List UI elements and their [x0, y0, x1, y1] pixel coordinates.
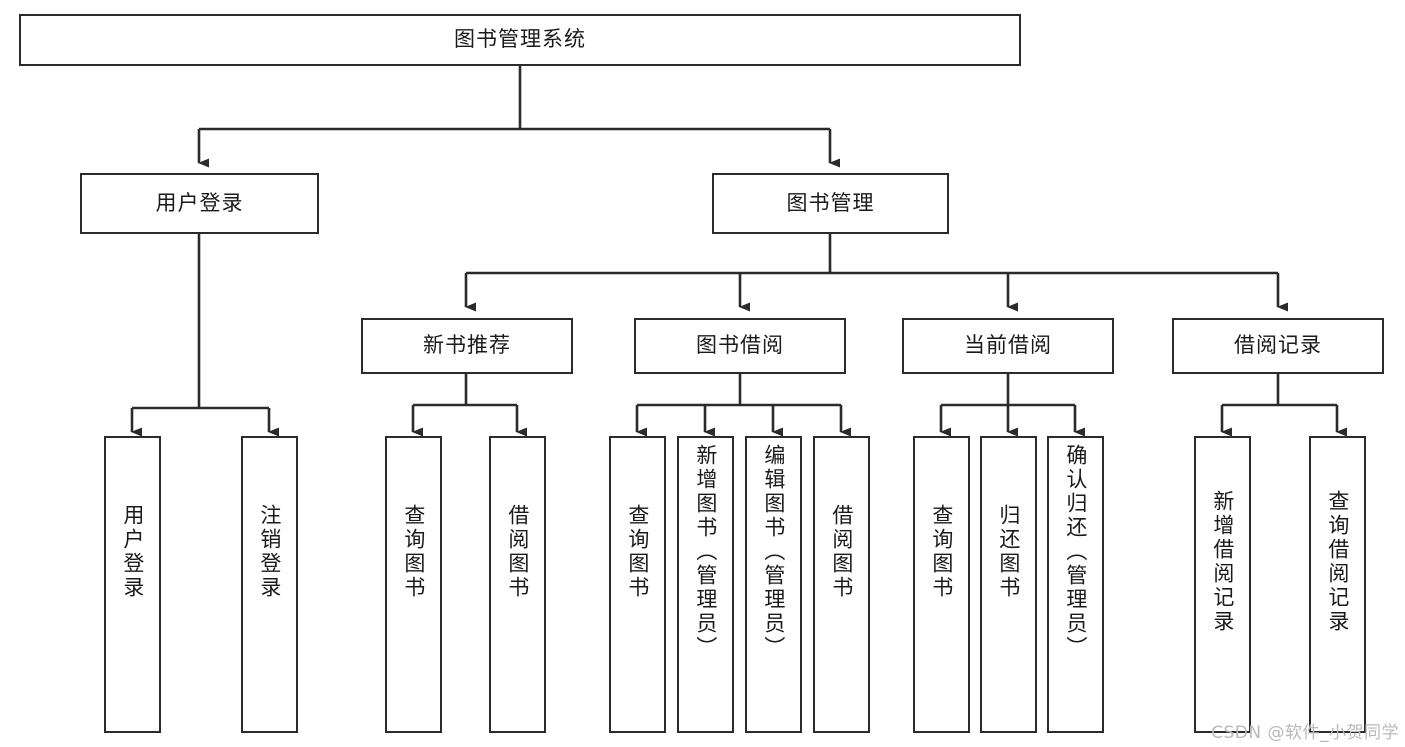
leaf-borrow-record-query-record[interactable]: 查询借阅记录	[1309, 436, 1366, 733]
node-user-login[interactable]: 用户登录	[80, 173, 319, 234]
node-label: 编辑图书（管理员）	[761, 444, 786, 660]
node-label: 用户登录	[120, 504, 145, 600]
node-borrow-record[interactable]: 借阅记录	[1172, 318, 1384, 374]
leaf-book-borrow-edit-book-admin[interactable]: 编辑图书（管理员）	[745, 436, 802, 733]
node-root-book-management-system[interactable]: 图书管理系统	[19, 14, 1021, 66]
node-label: 新增图书（管理员）	[693, 444, 718, 660]
leaf-book-borrow-borrow-book[interactable]: 借阅图书	[813, 436, 870, 733]
leaf-user-login-login[interactable]: 用户登录	[104, 436, 161, 733]
node-label: 查询图书	[401, 504, 426, 600]
leaf-current-borrow-confirm-return-admin[interactable]: 确认归还（管理员）	[1047, 436, 1104, 733]
node-label: 注销登录	[257, 504, 282, 600]
leaf-book-borrow-query-book[interactable]: 查询图书	[609, 436, 666, 733]
node-label: 查询图书	[625, 504, 650, 600]
watermark: CSDN @软件_小贺同学	[1211, 723, 1399, 743]
node-label: 查询图书	[929, 504, 954, 600]
node-book-borrow[interactable]: 图书借阅	[634, 318, 846, 374]
node-label: 借阅记录	[1234, 333, 1322, 358]
leaf-new-book-query-book[interactable]: 查询图书	[385, 436, 442, 733]
node-new-book-recommend[interactable]: 新书推荐	[361, 318, 573, 374]
node-label: 确认归还（管理员）	[1063, 444, 1088, 660]
node-label: 借阅图书	[829, 504, 854, 600]
node-label: 用户登录	[155, 190, 244, 215]
node-label: 图书借阅	[696, 333, 784, 358]
leaf-current-borrow-return-book[interactable]: 归还图书	[980, 436, 1037, 733]
leaf-new-book-borrow-book[interactable]: 借阅图书	[489, 436, 546, 733]
leaf-user-login-logout[interactable]: 注销登录	[241, 436, 298, 733]
node-label: 新书推荐	[423, 333, 511, 358]
node-label: 新增借阅记录	[1210, 490, 1235, 634]
node-label: 归还图书	[996, 504, 1021, 600]
leaf-borrow-record-add-record[interactable]: 新增借阅记录	[1194, 436, 1251, 733]
node-label: 图书管理	[786, 190, 875, 215]
node-book-management[interactable]: 图书管理	[712, 173, 949, 234]
leaf-book-borrow-add-book-admin[interactable]: 新增图书（管理员）	[677, 436, 734, 733]
leaf-current-borrow-query-book[interactable]: 查询图书	[913, 436, 970, 733]
node-current-borrow[interactable]: 当前借阅	[902, 318, 1114, 374]
node-label: 查询借阅记录	[1325, 490, 1350, 634]
node-label: 借阅图书	[505, 504, 530, 600]
node-label: 当前借阅	[964, 333, 1052, 358]
node-label: 图书管理系统	[454, 27, 586, 52]
